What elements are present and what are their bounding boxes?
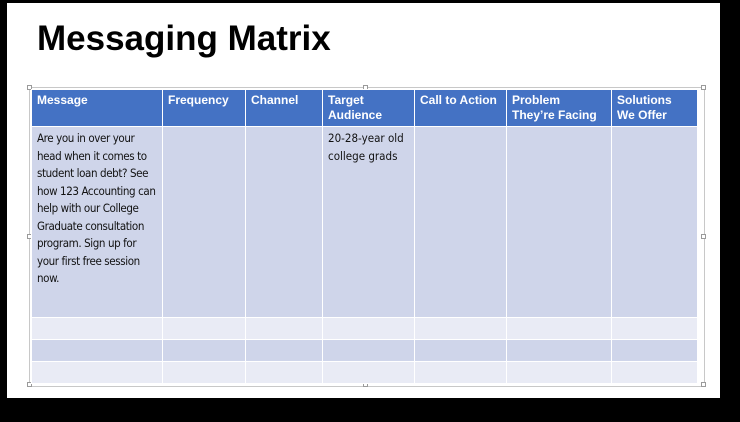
cell-channel[interactable]: [245, 361, 323, 384]
resize-handle-top-right[interactable]: [701, 85, 706, 90]
resize-handle-bottom-right[interactable]: [701, 382, 706, 387]
cell-frequency[interactable]: [162, 317, 246, 340]
table-row: [31, 317, 698, 340]
cell-problem[interactable]: [506, 126, 612, 318]
cell-problem[interactable]: [506, 361, 612, 384]
cell-call-to-action[interactable]: [414, 339, 507, 362]
table-row: [31, 361, 698, 384]
header-message[interactable]: Message: [31, 89, 163, 127]
header-call-to-action[interactable]: Call to Action: [414, 89, 507, 127]
cell-solutions[interactable]: [611, 339, 698, 362]
resize-handle-middle-right[interactable]: [701, 234, 706, 239]
cell-target-audience[interactable]: [322, 317, 415, 340]
cell-frequency[interactable]: [162, 339, 246, 362]
cell-target-audience[interactable]: 20-28-year old college grads: [322, 126, 415, 318]
header-solutions[interactable]: Solutions We Offer: [611, 89, 698, 127]
header-target-audience[interactable]: Target Audience: [322, 89, 415, 127]
header-frequency[interactable]: Frequency: [162, 89, 246, 127]
cell-target-audience[interactable]: [322, 339, 415, 362]
cell-call-to-action[interactable]: [414, 126, 507, 318]
cell-channel[interactable]: [245, 339, 323, 362]
cell-solutions[interactable]: [611, 317, 698, 340]
cell-call-to-action[interactable]: [414, 317, 507, 340]
header-problem[interactable]: Problem They’re Facing: [506, 89, 612, 127]
slide: Messaging Matrix Message Frequency Chann…: [7, 3, 720, 398]
cell-message[interactable]: [31, 361, 163, 384]
cell-solutions[interactable]: [611, 361, 698, 384]
cell-call-to-action[interactable]: [414, 361, 507, 384]
cell-message[interactable]: [31, 317, 163, 340]
cell-frequency[interactable]: [162, 126, 246, 318]
cell-channel[interactable]: [245, 317, 323, 340]
cell-solutions[interactable]: [611, 126, 698, 318]
table-header-row: Message Frequency Channel Target Audienc…: [31, 89, 698, 127]
cell-message[interactable]: [31, 339, 163, 362]
cell-problem[interactable]: [506, 317, 612, 340]
cell-frequency[interactable]: [162, 361, 246, 384]
cell-target-audience[interactable]: [322, 361, 415, 384]
cell-channel[interactable]: [245, 126, 323, 318]
messaging-matrix-table[interactable]: Message Frequency Channel Target Audienc…: [31, 89, 698, 384]
cell-message[interactable]: Are you in over your head when it comes …: [31, 126, 163, 318]
table-row: [31, 339, 698, 362]
resize-handle-bottom-left[interactable]: [27, 382, 32, 387]
cell-problem[interactable]: [506, 339, 612, 362]
table-row: Are you in over your head when it comes …: [31, 126, 698, 318]
slide-title[interactable]: Messaging Matrix: [37, 19, 331, 58]
header-channel[interactable]: Channel: [245, 89, 323, 127]
resize-handle-top-left[interactable]: [27, 85, 32, 90]
